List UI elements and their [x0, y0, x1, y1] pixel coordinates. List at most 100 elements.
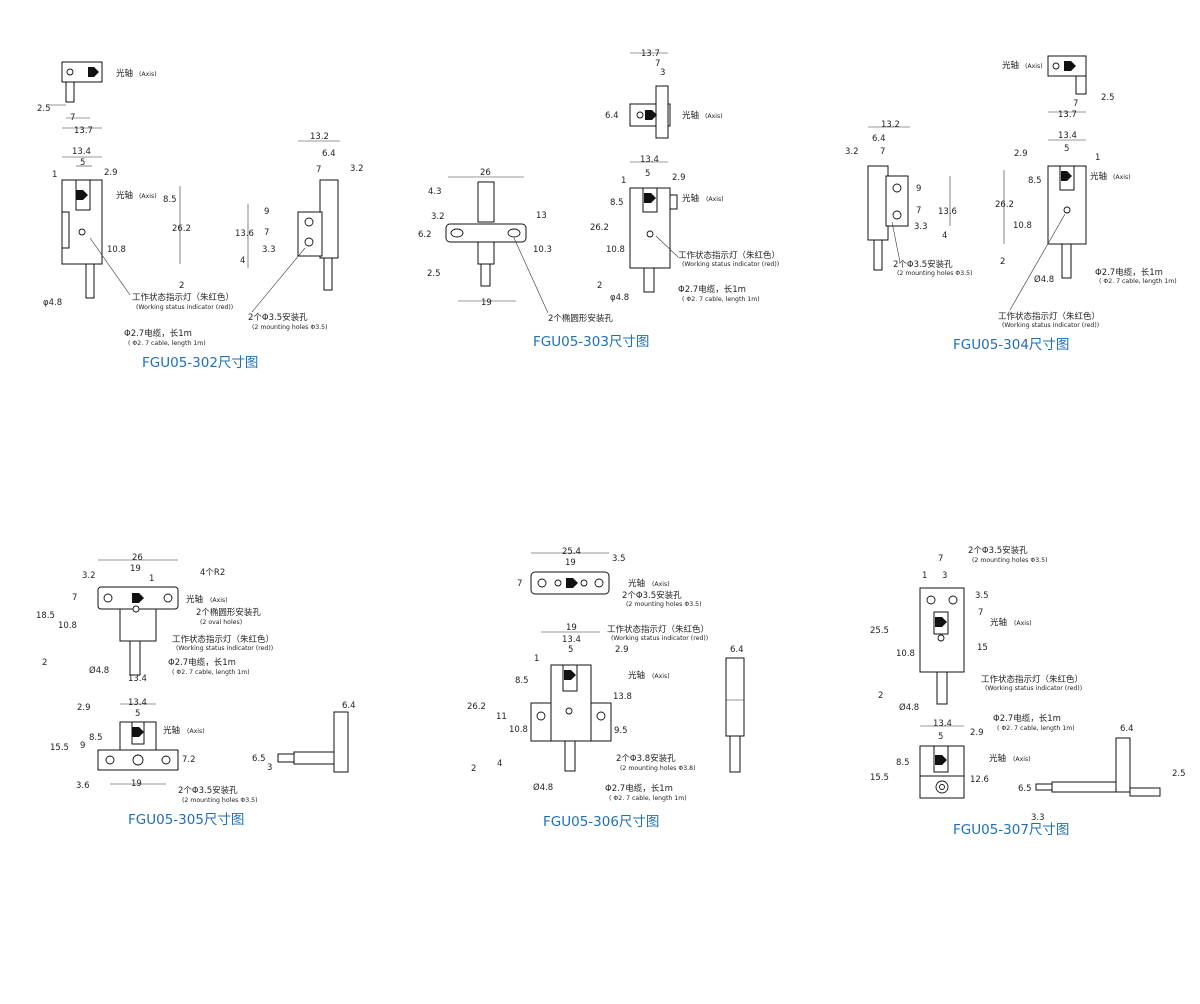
- 303-front-tab: [669, 194, 678, 210]
- 303-top-hole: [636, 111, 644, 119]
- 304-dim-d: 13.2: [881, 120, 900, 130]
- 304-axis-sub-2: (Axis): [1113, 174, 1131, 181]
- 307-dim-m: 2.9: [970, 728, 984, 738]
- 305-dim-d: 7: [72, 593, 77, 603]
- 303-plan-oval-2: [507, 228, 521, 238]
- 306-front-cable: [564, 740, 576, 772]
- 304-dim-p: 1: [1095, 153, 1100, 163]
- 307-axis-sub-2: (Axis): [1013, 756, 1031, 763]
- 305-cable-label: Φ2.7电缆，长1m: [168, 657, 236, 668]
- 304-axis-label-2: 光轴: [1090, 171, 1107, 182]
- 305-led: [132, 605, 140, 613]
- 302-dim-u: 4: [240, 256, 245, 266]
- 304-side-hole-2: [892, 210, 902, 220]
- 306-dim-o: 9.5: [614, 726, 628, 736]
- 305-oval-sub: (2 oval holes): [200, 619, 242, 626]
- 305-body: [119, 608, 157, 642]
- 307-dim-j: Ø4.8: [899, 702, 919, 713]
- 307-dim-k: 13.4: [933, 719, 952, 729]
- 304-dim-c: 2.5: [1101, 93, 1115, 103]
- 304-dim-g: 3.2: [845, 147, 859, 157]
- 304-title: FGU05-304尺寸图: [953, 337, 1069, 353]
- 305-dim-j: Ø4.8: [89, 665, 109, 676]
- 307-dim-g: 15: [977, 643, 988, 653]
- 305-mount-sub: (2 mounting holes Φ3.5): [182, 797, 257, 804]
- 305-plate-hole-1: [103, 593, 113, 603]
- 302-indicator-label: 工作状态指示灯（朱红色）: [132, 292, 234, 303]
- 303-axis-sub: (Axis): [705, 113, 723, 120]
- 307-cable-core: [939, 784, 945, 790]
- 303-dim-n: 5: [645, 169, 650, 179]
- 303-dim-p: 1: [621, 176, 626, 186]
- 302-dim-n: 6.4: [322, 149, 336, 159]
- 306-flange-right: [590, 702, 612, 742]
- 307-mount-label: 2个Φ3.5安装孔: [968, 545, 1028, 556]
- 304-mount-sub: (2 mounting holes Φ3.5): [897, 270, 972, 277]
- 307-dim-f: 25.5: [870, 626, 889, 636]
- 306-top-hole-3: [580, 579, 588, 587]
- 305-dim-t: 19: [131, 779, 142, 789]
- 304-top-axis-arrow: [1064, 61, 1076, 71]
- 303-dim-u: φ4.8: [610, 293, 629, 303]
- 303-cable-sub: ( Φ2. 7 cable, length 1m): [682, 296, 760, 303]
- 305-front-axis-arrow: [132, 727, 144, 737]
- 305-axis-label-2: 光轴: [163, 725, 180, 736]
- 304-cable-sub: ( Φ2. 7 cable, length 1m): [1099, 278, 1177, 285]
- 304-dim-r: 26.2: [995, 200, 1014, 210]
- 304-dim-s: 10.8: [1013, 221, 1032, 231]
- 306-side-body: [725, 657, 745, 737]
- 304-dim-n: 5: [1064, 144, 1069, 154]
- 307-dim-s: 6.4: [1120, 724, 1134, 734]
- 303-plan-stem: [477, 181, 495, 223]
- 304-top-leg: [1075, 75, 1087, 95]
- 302-dim-d: 13.4: [72, 147, 91, 157]
- 302-top-hole: [66, 68, 74, 76]
- 307-dim-o: 15.5: [870, 773, 889, 783]
- 307-cable-sub: ( Φ2. 7 cable, length 1m): [997, 725, 1075, 732]
- 304-top-hole: [1052, 62, 1060, 70]
- 303-dim-d: 6.4: [605, 111, 619, 121]
- 305-dim-e: 1: [149, 574, 154, 584]
- 306-dim-m: 10.8: [509, 725, 528, 735]
- 306-dim-l: 11: [496, 712, 507, 722]
- 306-mount38-sub: (2 mounting holes Φ3.8): [620, 765, 695, 772]
- 304-dim-f: 7: [880, 147, 885, 157]
- 305-indicator-label: 工作状态指示灯（朱红色）: [172, 634, 274, 645]
- 307-axis-arrow: [935, 617, 947, 627]
- 302-front-axis-arrow: [76, 190, 88, 200]
- 304-dim-i: 13.6: [938, 207, 957, 217]
- 306-dim-r: Ø4.8: [533, 782, 553, 793]
- 302-cable-label: Φ2.7电缆，长1m: [124, 328, 192, 339]
- 306-indicator-label: 工作状态指示灯（朱红色）: [607, 624, 709, 635]
- 306-axis-label-2: 光轴: [628, 670, 645, 681]
- 305-mount-label: 2个Φ3.5安装孔: [178, 785, 238, 796]
- 305-dim-o: 8.5: [89, 733, 103, 743]
- 303-dim-o: 2.9: [672, 173, 686, 183]
- 305-cable: [129, 640, 141, 676]
- 303-title: FGU05-303尺寸图: [533, 334, 649, 350]
- 305-cable-sub: ( Φ2. 7 cable, length 1m): [172, 669, 250, 676]
- 303-dim-g: 3.2: [431, 212, 445, 222]
- 304-indicator-sub: (Working status indicator (red)): [1002, 322, 1099, 329]
- 306-axis-label: 光轴: [628, 578, 645, 589]
- 306-dim-j: 8.5: [515, 676, 529, 686]
- 305-dim-s: 3.6: [76, 781, 90, 791]
- 302-dim-p: 3.2: [350, 164, 364, 174]
- 307-mount-sub: (2 mounting holes Φ3.5): [972, 557, 1047, 564]
- 307-cable: [936, 671, 948, 705]
- 307-dim-p: 12.6: [970, 775, 989, 785]
- 307-dim-c: 3: [942, 571, 947, 581]
- 303-front-led: [646, 230, 654, 238]
- 304-dim-o: 2.9: [1014, 149, 1028, 159]
- 302-dim-f: 2.9: [104, 168, 118, 178]
- 302-dim-o: 7: [316, 165, 321, 175]
- 307-dim-d: 3.5: [975, 591, 989, 601]
- 307-hole-1: [926, 595, 936, 605]
- 307-side-cable: [1035, 783, 1053, 791]
- 307-side-arm: [1051, 781, 1117, 793]
- 303-dim-h: 6.2: [418, 230, 432, 240]
- 305-dim-p: 9: [80, 741, 85, 751]
- 306-dim-n: 13.8: [613, 692, 632, 702]
- 304-side-flange: [885, 175, 909, 227]
- 302-title: FGU05-302尺寸图: [142, 355, 258, 371]
